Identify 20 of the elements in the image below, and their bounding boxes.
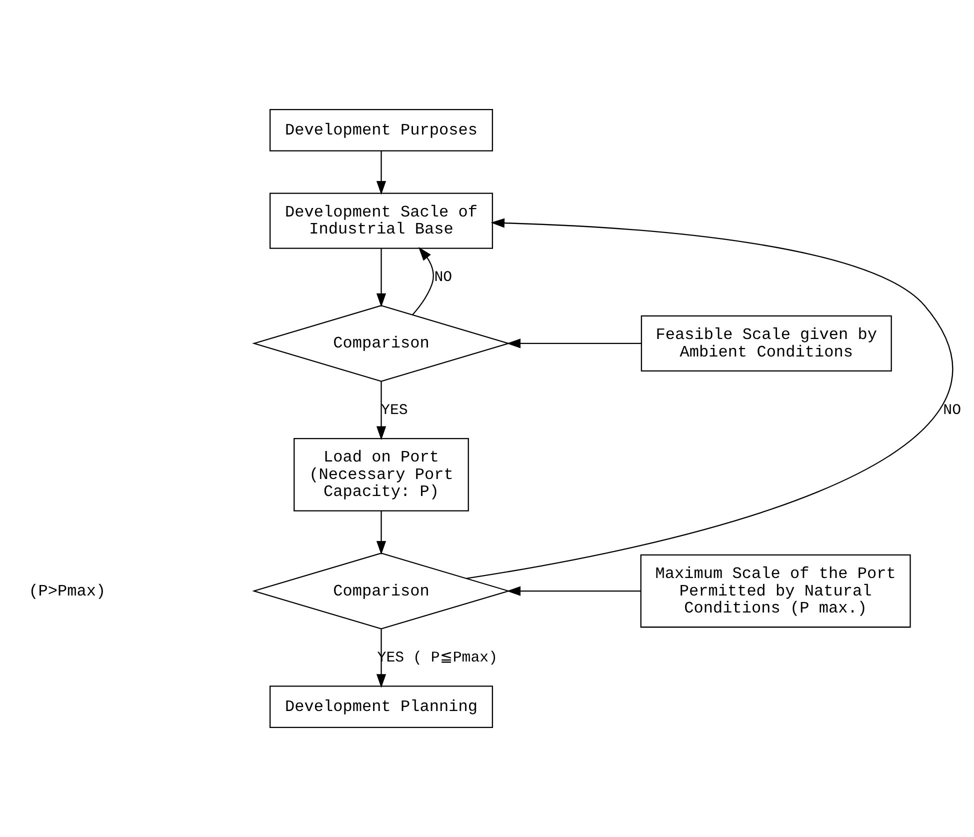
arrow: [506, 338, 642, 348]
node-box: Maximum Scale of the Port Permitted by Natural Conditions (P max.): [640, 554, 911, 628]
node-diamond: Comparison: [252, 305, 510, 382]
arrow: [466, 218, 952, 579]
arrow: [376, 510, 386, 555]
arrow: [376, 382, 386, 440]
arrow: [376, 150, 386, 195]
edge-label: NO: [434, 270, 452, 286]
node-box: Development Purposes: [270, 109, 494, 152]
edge-label: NO: [943, 402, 962, 419]
node-box: Feasible Scale given by Ambient Conditions: [640, 315, 892, 372]
arrow: [412, 247, 434, 316]
arrow: [376, 629, 386, 688]
arrow: [506, 586, 641, 596]
node-box: Development Planning: [270, 686, 494, 728]
node-box: Development Sacle of Industrial Base: [270, 192, 494, 249]
arrow: [376, 248, 386, 308]
node-box: Load on Port (Necessary Port Capacity: P): [294, 438, 469, 512]
label: (P>Pmax): [28, 582, 106, 600]
node-diamond: Comparison: [252, 552, 510, 630]
